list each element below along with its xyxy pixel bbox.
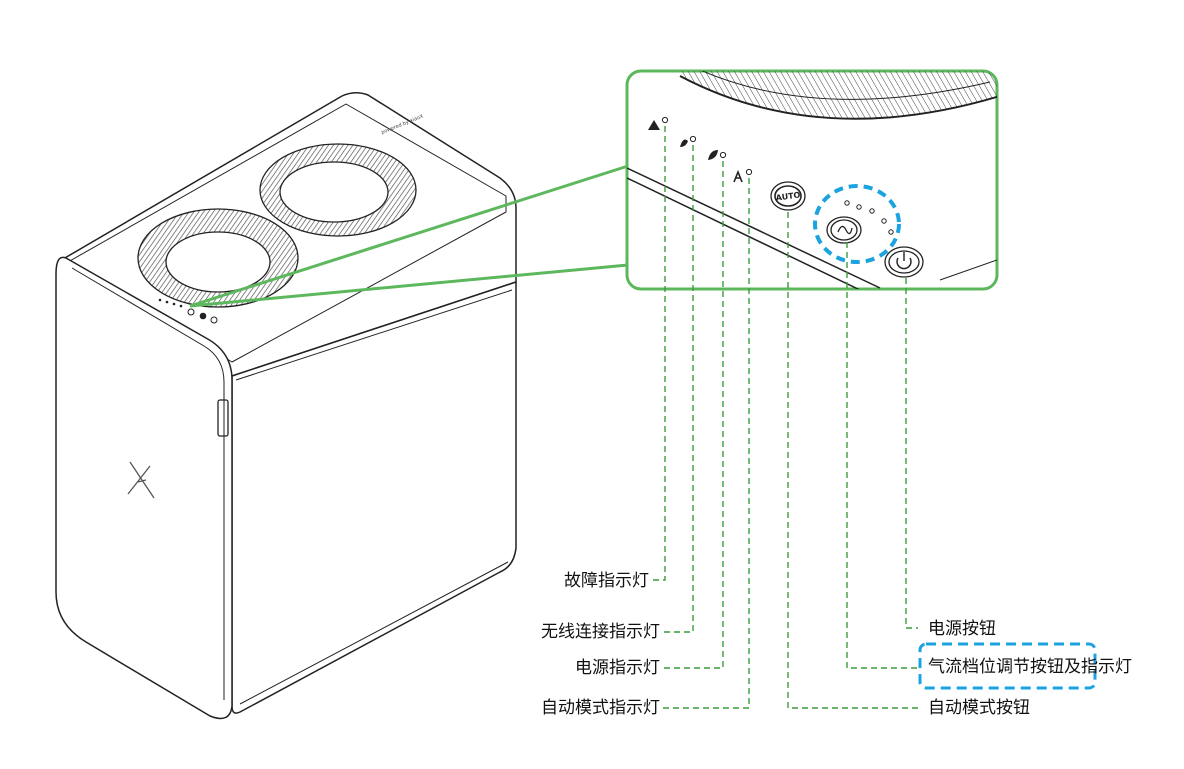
airflow-level-dots [844, 200, 894, 235]
callout-zoom-box: AUTO [625, 69, 999, 291]
label-airflow-button-suffix: 及指示灯 [1064, 657, 1132, 677]
leaf-icon [708, 150, 727, 160]
label-wifi-indicator: 无线连接指示灯 [541, 622, 660, 642]
label-airflow-button-main: 气流档位调节按钮 [928, 657, 1064, 677]
auto-button-zoom: AUTO [770, 181, 806, 211]
callout-wedge [189, 164, 629, 308]
auto-button-text: AUTO [775, 190, 801, 202]
airflow-highlight-circle [813, 184, 901, 264]
label-auto-button: 自动模式按钮 [928, 698, 1030, 718]
fan-outlet-front [137, 208, 299, 308]
device-control-panel [158, 298, 218, 324]
auto-letter-icon [733, 168, 753, 183]
wifi-icon [680, 135, 697, 147]
label-power-indicator: 电源指示灯 [575, 658, 660, 678]
front-logo [127, 461, 155, 499]
warning-icon [648, 116, 669, 130]
label-auto-indicator: 自动模式指示灯 [541, 698, 660, 718]
leader-lines [652, 126, 918, 709]
label-fault-indicator: 故障指示灯 [564, 571, 649, 591]
fan-icon [826, 216, 862, 244]
label-airflow-button: 气流档位调节按钮及指示灯 [928, 657, 1132, 677]
label-power-button: 电源按钮 [928, 619, 996, 639]
airflow-label-highlight [918, 642, 1097, 690]
fan-outlet-back [259, 143, 417, 237]
power-icon [884, 246, 924, 278]
